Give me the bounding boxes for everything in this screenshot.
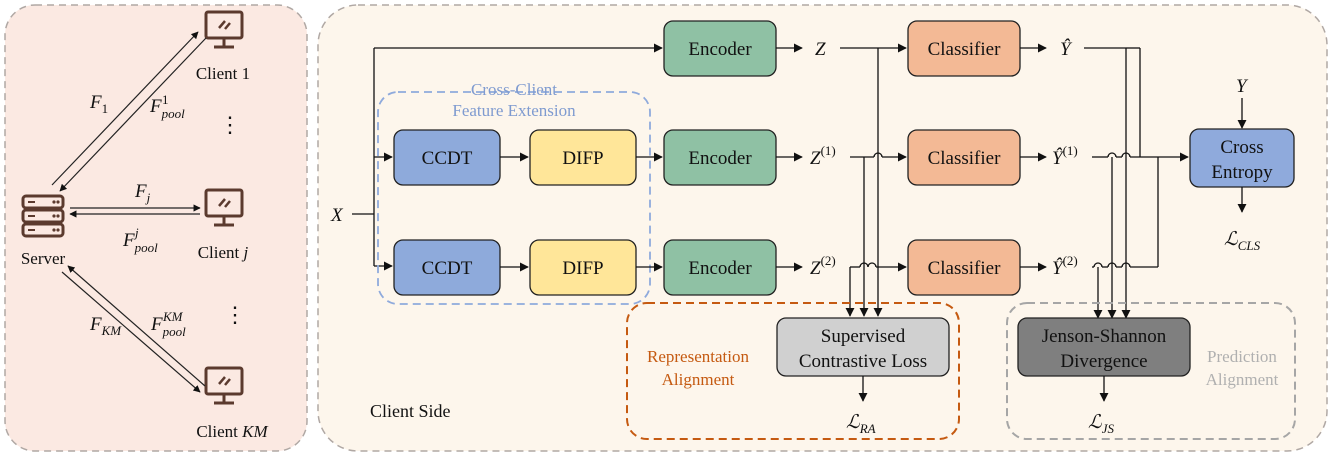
client-panel-background — [317, 4, 1328, 452]
y-hat-label-0: Ŷ — [1060, 38, 1073, 60]
label-f1: F1 — [89, 92, 108, 116]
prediction-alignment-box — [1006, 302, 1296, 440]
client-j-label: Client j — [198, 243, 249, 262]
rep-align-line2: Alignment — [662, 370, 735, 389]
label-fkm: FKM — [89, 314, 122, 338]
supcon-label-line2: Contrastive Loss — [799, 351, 927, 372]
supcon-label-line1: Supervised — [821, 326, 906, 347]
classifier-block-1-label: Classifier — [928, 148, 1001, 169]
label-f-pool-j: Fpoolj — [122, 225, 158, 255]
js-label-line1: Jenson-Shannon — [1042, 326, 1167, 347]
y-hat-label-2: Ŷ(2) — [1052, 253, 1078, 279]
z-label-2: Z(2) — [810, 253, 836, 279]
encoder-block-1-label: Encoder — [688, 148, 752, 169]
client-1-label: Client 1 — [196, 64, 250, 83]
cross-client-title-line1: Cross-Client — [471, 80, 557, 99]
client-panel: Client Side X Cross-Client Feature Exten… — [317, 4, 1328, 452]
server-label: Server — [21, 249, 66, 268]
js-label-line2: Divergence — [1060, 351, 1147, 372]
representation-alignment-box — [626, 302, 960, 440]
loss-js-label: ℒJS — [1088, 412, 1114, 436]
difp-block-2-label: DIFP — [562, 258, 603, 279]
classifier-block-2-label: Classifier — [928, 258, 1001, 279]
cross-entropy-label-line2: Entropy — [1211, 162, 1273, 183]
server-panel-background — [4, 4, 308, 452]
encoder-block-2-label: Encoder — [688, 258, 752, 279]
pred-align-line1: Prediction — [1207, 347, 1277, 366]
loss-cls-label: ℒCLS — [1224, 229, 1261, 253]
label-f-pool-km: FpoolKM — [150, 309, 186, 339]
client-side-label: Client Side — [370, 401, 451, 421]
z-label-0: Z — [815, 39, 826, 60]
label-fj: Fj — [134, 181, 151, 205]
cross-entropy-label-line1: Cross — [1220, 137, 1263, 158]
ellipsis-upper: ⋮ — [219, 112, 241, 137]
server-icon — [21, 194, 65, 238]
z-label-1: Z(1) — [810, 143, 836, 169]
loss-ra-label: ℒRA — [846, 412, 876, 436]
ellipsis-lower: ⋮ — [224, 302, 246, 327]
input-x: X — [330, 205, 344, 226]
difp-block-1-label: DIFP — [562, 148, 603, 169]
encoder-block-0-label: Encoder — [688, 39, 752, 60]
ccdt-block-1-label: CCDT — [422, 148, 473, 169]
rep-align-line1: Representation — [647, 347, 749, 366]
label-f-pool-1: Fpool1 — [149, 92, 185, 121]
client-km-label: Client KM — [196, 422, 268, 441]
pred-align-line2: Alignment — [1206, 370, 1279, 389]
ccdt-block-2-label: CCDT — [422, 258, 473, 279]
classifier-block-0-label: Classifier — [928, 39, 1001, 60]
y-label: Y — [1236, 76, 1249, 97]
cross-client-title-line2: Feature Extension — [452, 101, 576, 120]
y-hat-label-1: Ŷ(1) — [1052, 143, 1078, 169]
server-panel: Server Client 1 Client j Client KM ⋮ ⋮ F… — [4, 4, 308, 452]
